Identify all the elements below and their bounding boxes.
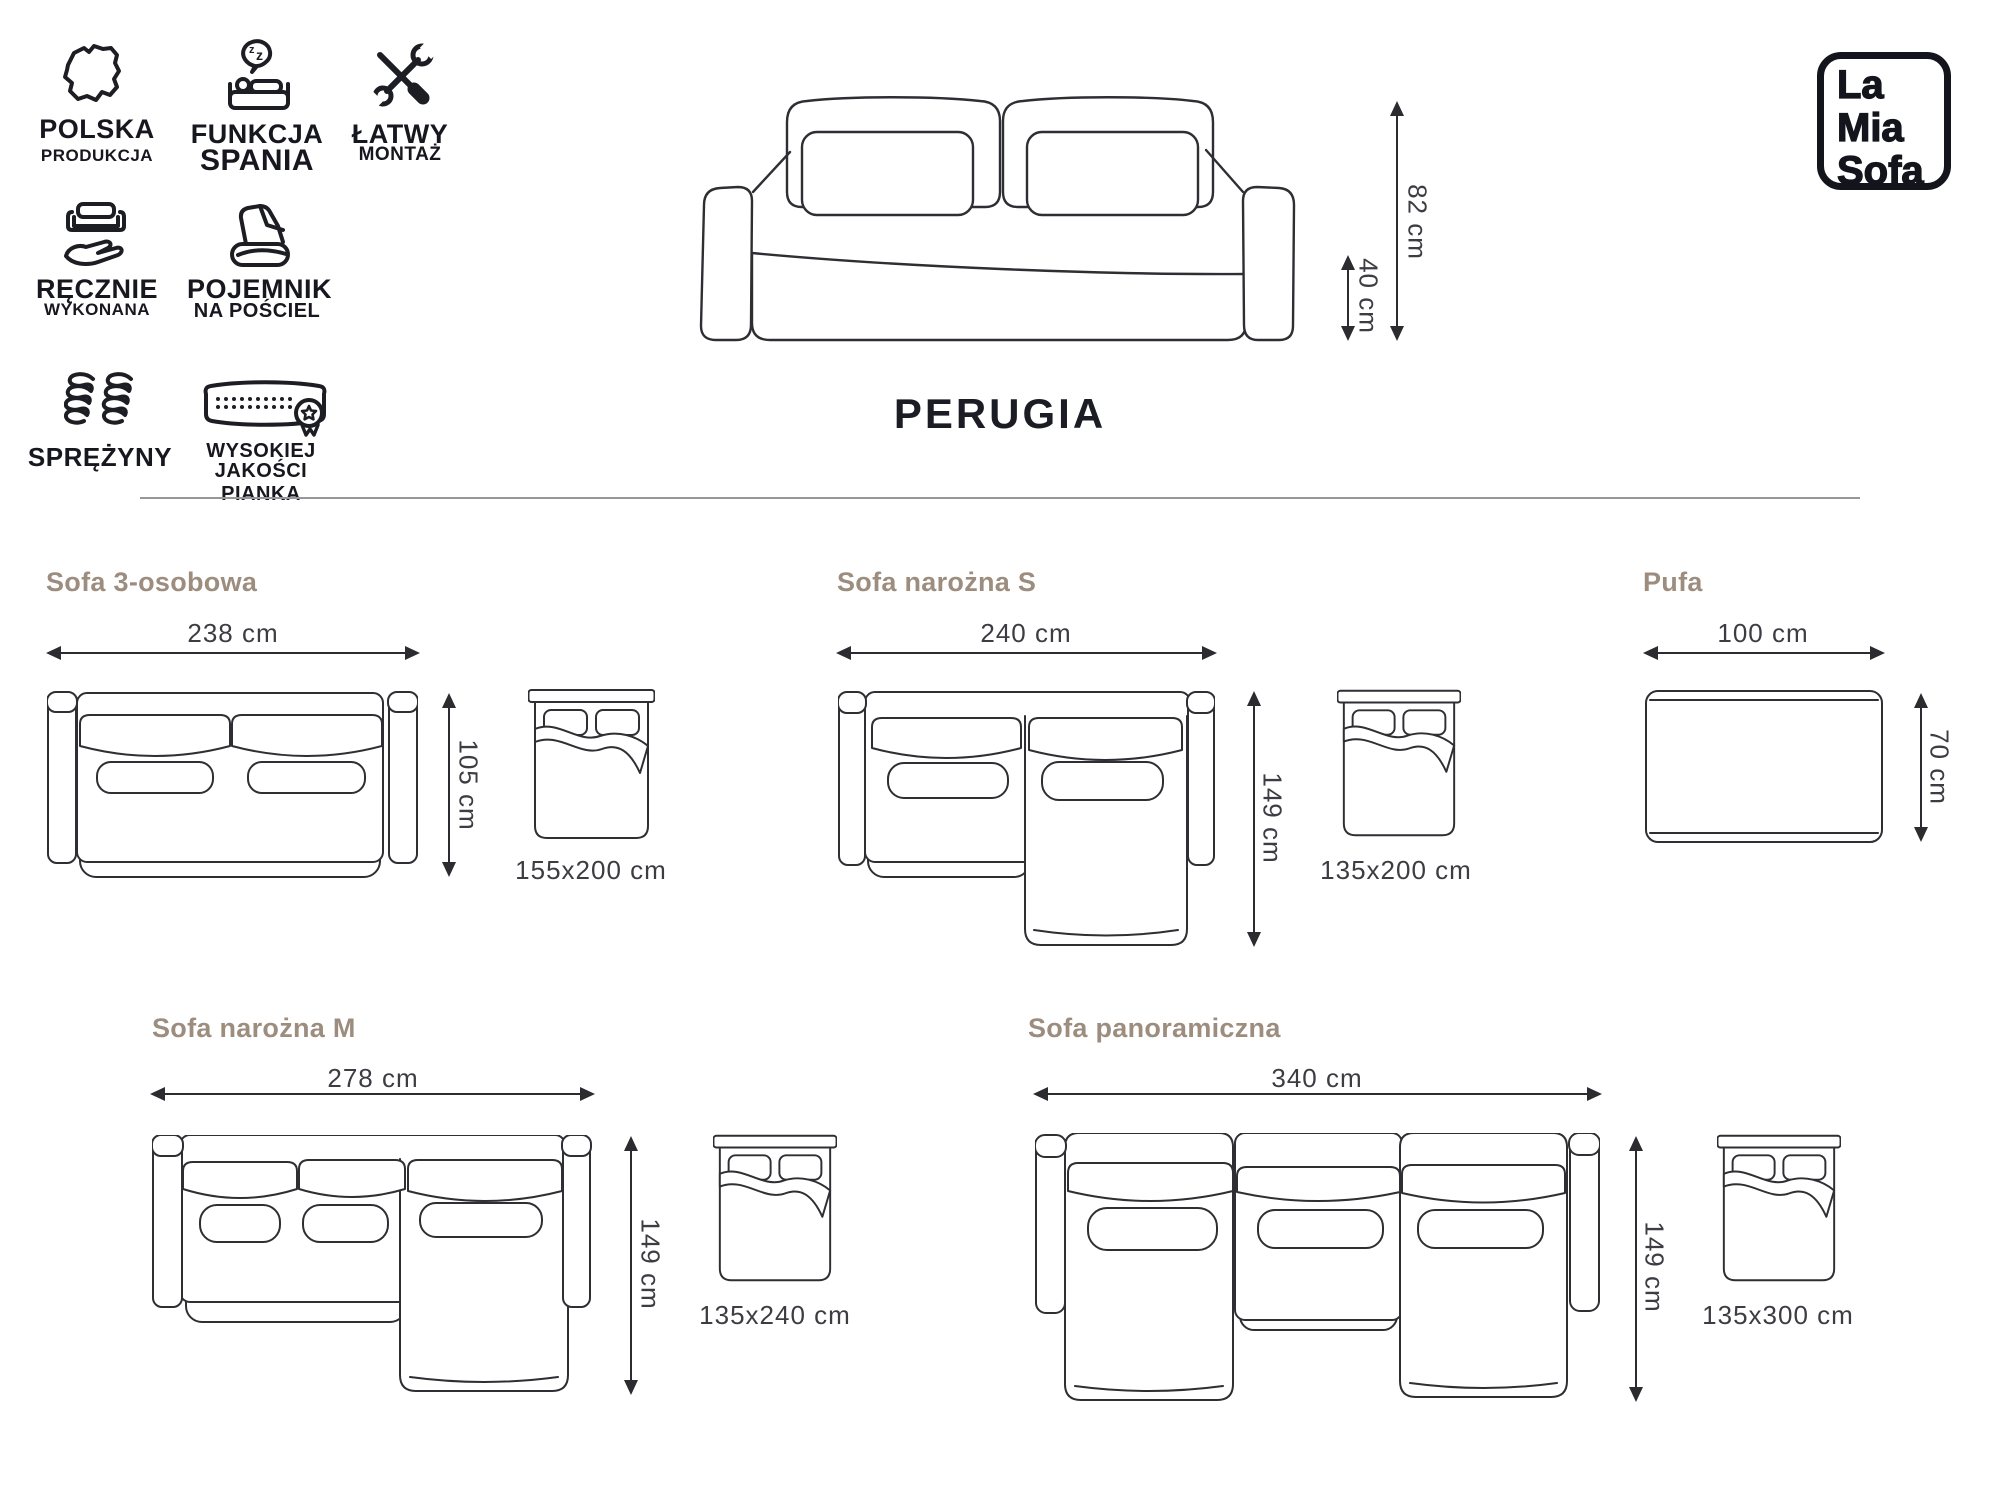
svg-text:z: z (249, 44, 255, 56)
seat-height-dim-label: 40 cm (1353, 258, 1384, 334)
feature-sublabel: WYKONANA (44, 300, 150, 319)
sofa-front-view-drawing (690, 95, 1305, 345)
feature-sublabel: NA POŚCIEL (193, 300, 321, 322)
corner-sofa-top-view-drawing (838, 690, 1215, 947)
brand-line: La (1836, 63, 1884, 107)
width-dim-arrow (1643, 646, 1885, 660)
feature-label: RĘCZNIE (35, 274, 158, 304)
brand-line: Sofa (1836, 149, 1924, 193)
width-dim-label: 340 cm (1271, 1063, 1363, 1093)
bed-size-drawing (713, 1133, 837, 1285)
feature-sublabel: SPANIA (199, 144, 315, 177)
width-dim-arrow (150, 1087, 595, 1101)
bed-size-drawing (1717, 1133, 1841, 1285)
width-dim-label: 100 cm (1717, 618, 1809, 648)
depth-dim-label: 149 cm (635, 1218, 666, 1310)
depth-dim-arrow (1914, 693, 1928, 842)
feature-sublabel: JAKOŚCI PIANKA (214, 460, 308, 505)
sofa-top-view-drawing (47, 690, 418, 878)
depth-dim-arrow (1629, 1136, 1643, 1402)
pouf-top-view-drawing (1645, 690, 1883, 843)
depth-dim-label: 105 cm (453, 739, 484, 831)
variant-title: Sofa narożna M (152, 1013, 356, 1043)
feature-label: WYSOKIEJ (206, 440, 316, 462)
panoramic-sofa-top-view-drawing (1035, 1133, 1600, 1402)
width-dim-label: 240 cm (980, 618, 1072, 648)
depth-dim-label: 70 cm (1924, 729, 1955, 805)
width-dim-label: 278 cm (327, 1063, 419, 1093)
feature-sublabel: PRODUKCJA (40, 146, 154, 165)
feature-label: POLSKA (39, 114, 155, 144)
height-dim-label: 82 cm (1402, 184, 1433, 260)
divider-line (140, 497, 1860, 499)
bed-size-drawing (528, 688, 655, 842)
poland-map-icon (56, 38, 126, 116)
width-dim-label: 238 cm (187, 618, 279, 648)
corner-sofa-top-view-drawing (152, 1135, 593, 1393)
height-dim-arrow (1390, 101, 1404, 341)
depth-dim-arrow (442, 693, 456, 877)
width-dim-arrow (1033, 1087, 1602, 1101)
brand-logo: La Mia Sofa (1817, 52, 1951, 193)
variant-title: Pufa (1643, 567, 1703, 597)
svg-text:z: z (256, 47, 263, 63)
variant-title: Sofa 3-osobowa (46, 567, 258, 597)
variant-title: Sofa narożna S (837, 567, 1037, 597)
bedding-storage-icon (226, 198, 294, 272)
feature-sublabel: MONTAŻ (358, 144, 442, 165)
feature-label: POJEMNIK (187, 274, 333, 304)
brand-line: Mia (1836, 106, 1904, 150)
feature-label: FUNKCJA (190, 119, 324, 149)
bed-size-label: 135x240 cm (699, 1300, 851, 1330)
feature-label: SPRĘŻYNY (27, 442, 173, 472)
model-name: PERUGIA (893, 390, 1107, 437)
variant-title: Sofa panoramiczna (1028, 1013, 1281, 1043)
depth-dim-arrow (624, 1136, 638, 1395)
depth-dim-label: 149 cm (1257, 772, 1288, 864)
bed-size-drawing (1337, 688, 1461, 840)
width-dim-arrow (46, 646, 420, 660)
seat-height-dim-arrow (1341, 255, 1355, 341)
handmade-icon (58, 200, 134, 272)
easy-assembly-icon (363, 38, 437, 114)
bed-size-label: 135x300 cm (1702, 1300, 1854, 1330)
bed-size-label: 155x200 cm (515, 855, 667, 885)
width-dim-arrow (836, 646, 1217, 660)
sleep-function-icon: z z (222, 36, 296, 116)
bed-size-label: 135x200 cm (1320, 855, 1472, 885)
feature-label: ŁATWY (351, 119, 449, 149)
quality-foam-icon (198, 378, 332, 440)
depth-dim-label: 149 cm (1639, 1221, 1670, 1313)
depth-dim-arrow (1247, 691, 1261, 947)
springs-icon (64, 369, 136, 435)
